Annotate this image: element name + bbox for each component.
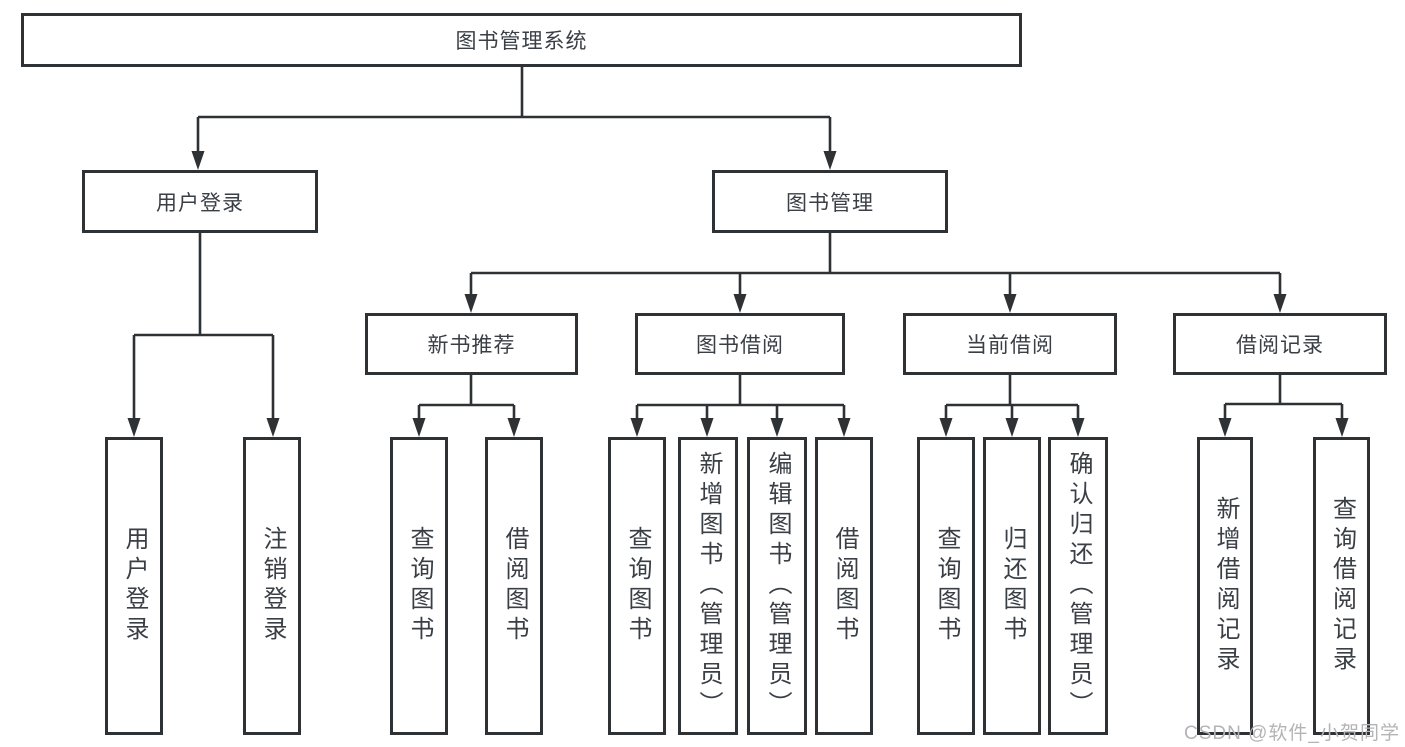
connector-user-login-to-leaves bbox=[127, 233, 280, 437]
connector-current-borrow-to-leaves bbox=[939, 375, 1085, 437]
connector-borrow-record-to-leaves bbox=[1218, 375, 1349, 437]
connector-new-book-to-leaves bbox=[412, 375, 521, 437]
leaf-cb-confirm-return-admin-label: 确认归还（管理员） bbox=[1065, 451, 1092, 721]
leaf-user-login-label: 用户登录 bbox=[121, 526, 148, 646]
leaf-nbr-query-books: 查询图书 bbox=[390, 437, 448, 735]
leaf-cb-query-books-label: 查询图书 bbox=[933, 526, 960, 646]
leaf-nbr-borrow-books: 借阅图书 bbox=[485, 437, 543, 735]
node-user-login-branch: 用户登录 bbox=[82, 170, 318, 233]
leaf-cb-return-books-label: 归还图书 bbox=[999, 526, 1026, 646]
leaf-br-query-record-label: 查询借阅记录 bbox=[1328, 496, 1356, 676]
node-borrowing-records: 借阅记录 bbox=[1173, 313, 1387, 375]
leaf-logout-label: 注销登录 bbox=[259, 526, 286, 646]
connector-book-borrow-to-leaves bbox=[630, 375, 851, 437]
leaf-bb-borrow-books-label: 借阅图书 bbox=[831, 526, 858, 646]
leaf-user-login: 用户登录 bbox=[105, 437, 163, 735]
leaf-br-add-record: 新增借阅记录 bbox=[1197, 437, 1253, 735]
leaf-bb-add-books-admin: 新增图书（管理员） bbox=[678, 437, 738, 735]
leaf-bb-borrow-books: 借阅图书 bbox=[815, 437, 873, 735]
leaf-bb-edit-books-admin: 编辑图书（管理员） bbox=[747, 437, 807, 735]
leaf-cb-confirm-return-admin: 确认归还（管理员） bbox=[1048, 437, 1108, 735]
connector-book-mgmt-to-level2 bbox=[464, 233, 1287, 313]
watermark: CSDN @软件_小贺同学 bbox=[1184, 723, 1400, 744]
leaf-bb-query-books: 查询图书 bbox=[608, 437, 666, 735]
node-current-borrowing: 当前借阅 bbox=[903, 313, 1117, 375]
connector-root-to-level1 bbox=[191, 67, 837, 170]
leaf-bb-query-books-label: 查询图书 bbox=[624, 526, 651, 646]
node-book-borrowing: 图书借阅 bbox=[635, 313, 845, 375]
node-library-system: 图书管理系统 bbox=[21, 13, 1022, 67]
leaf-nbr-query-books-label: 查询图书 bbox=[406, 526, 433, 646]
leaf-cb-query-books: 查询图书 bbox=[917, 437, 975, 735]
leaf-br-query-record: 查询借阅记录 bbox=[1313, 437, 1370, 735]
node-book-management-branch: 图书管理 bbox=[712, 170, 948, 233]
leaf-bb-add-books-admin-label: 新增图书（管理员） bbox=[695, 451, 722, 721]
leaf-nbr-borrow-books-label: 借阅图书 bbox=[501, 526, 528, 646]
leaf-bb-edit-books-admin-label: 编辑图书（管理员） bbox=[764, 451, 791, 721]
node-new-book-recommendation: 新书推荐 bbox=[365, 313, 578, 375]
leaf-logout: 注销登录 bbox=[243, 437, 301, 735]
leaf-cb-return-books: 归还图书 bbox=[983, 437, 1041, 735]
leaf-br-add-record-label: 新增借阅记录 bbox=[1212, 496, 1239, 676]
